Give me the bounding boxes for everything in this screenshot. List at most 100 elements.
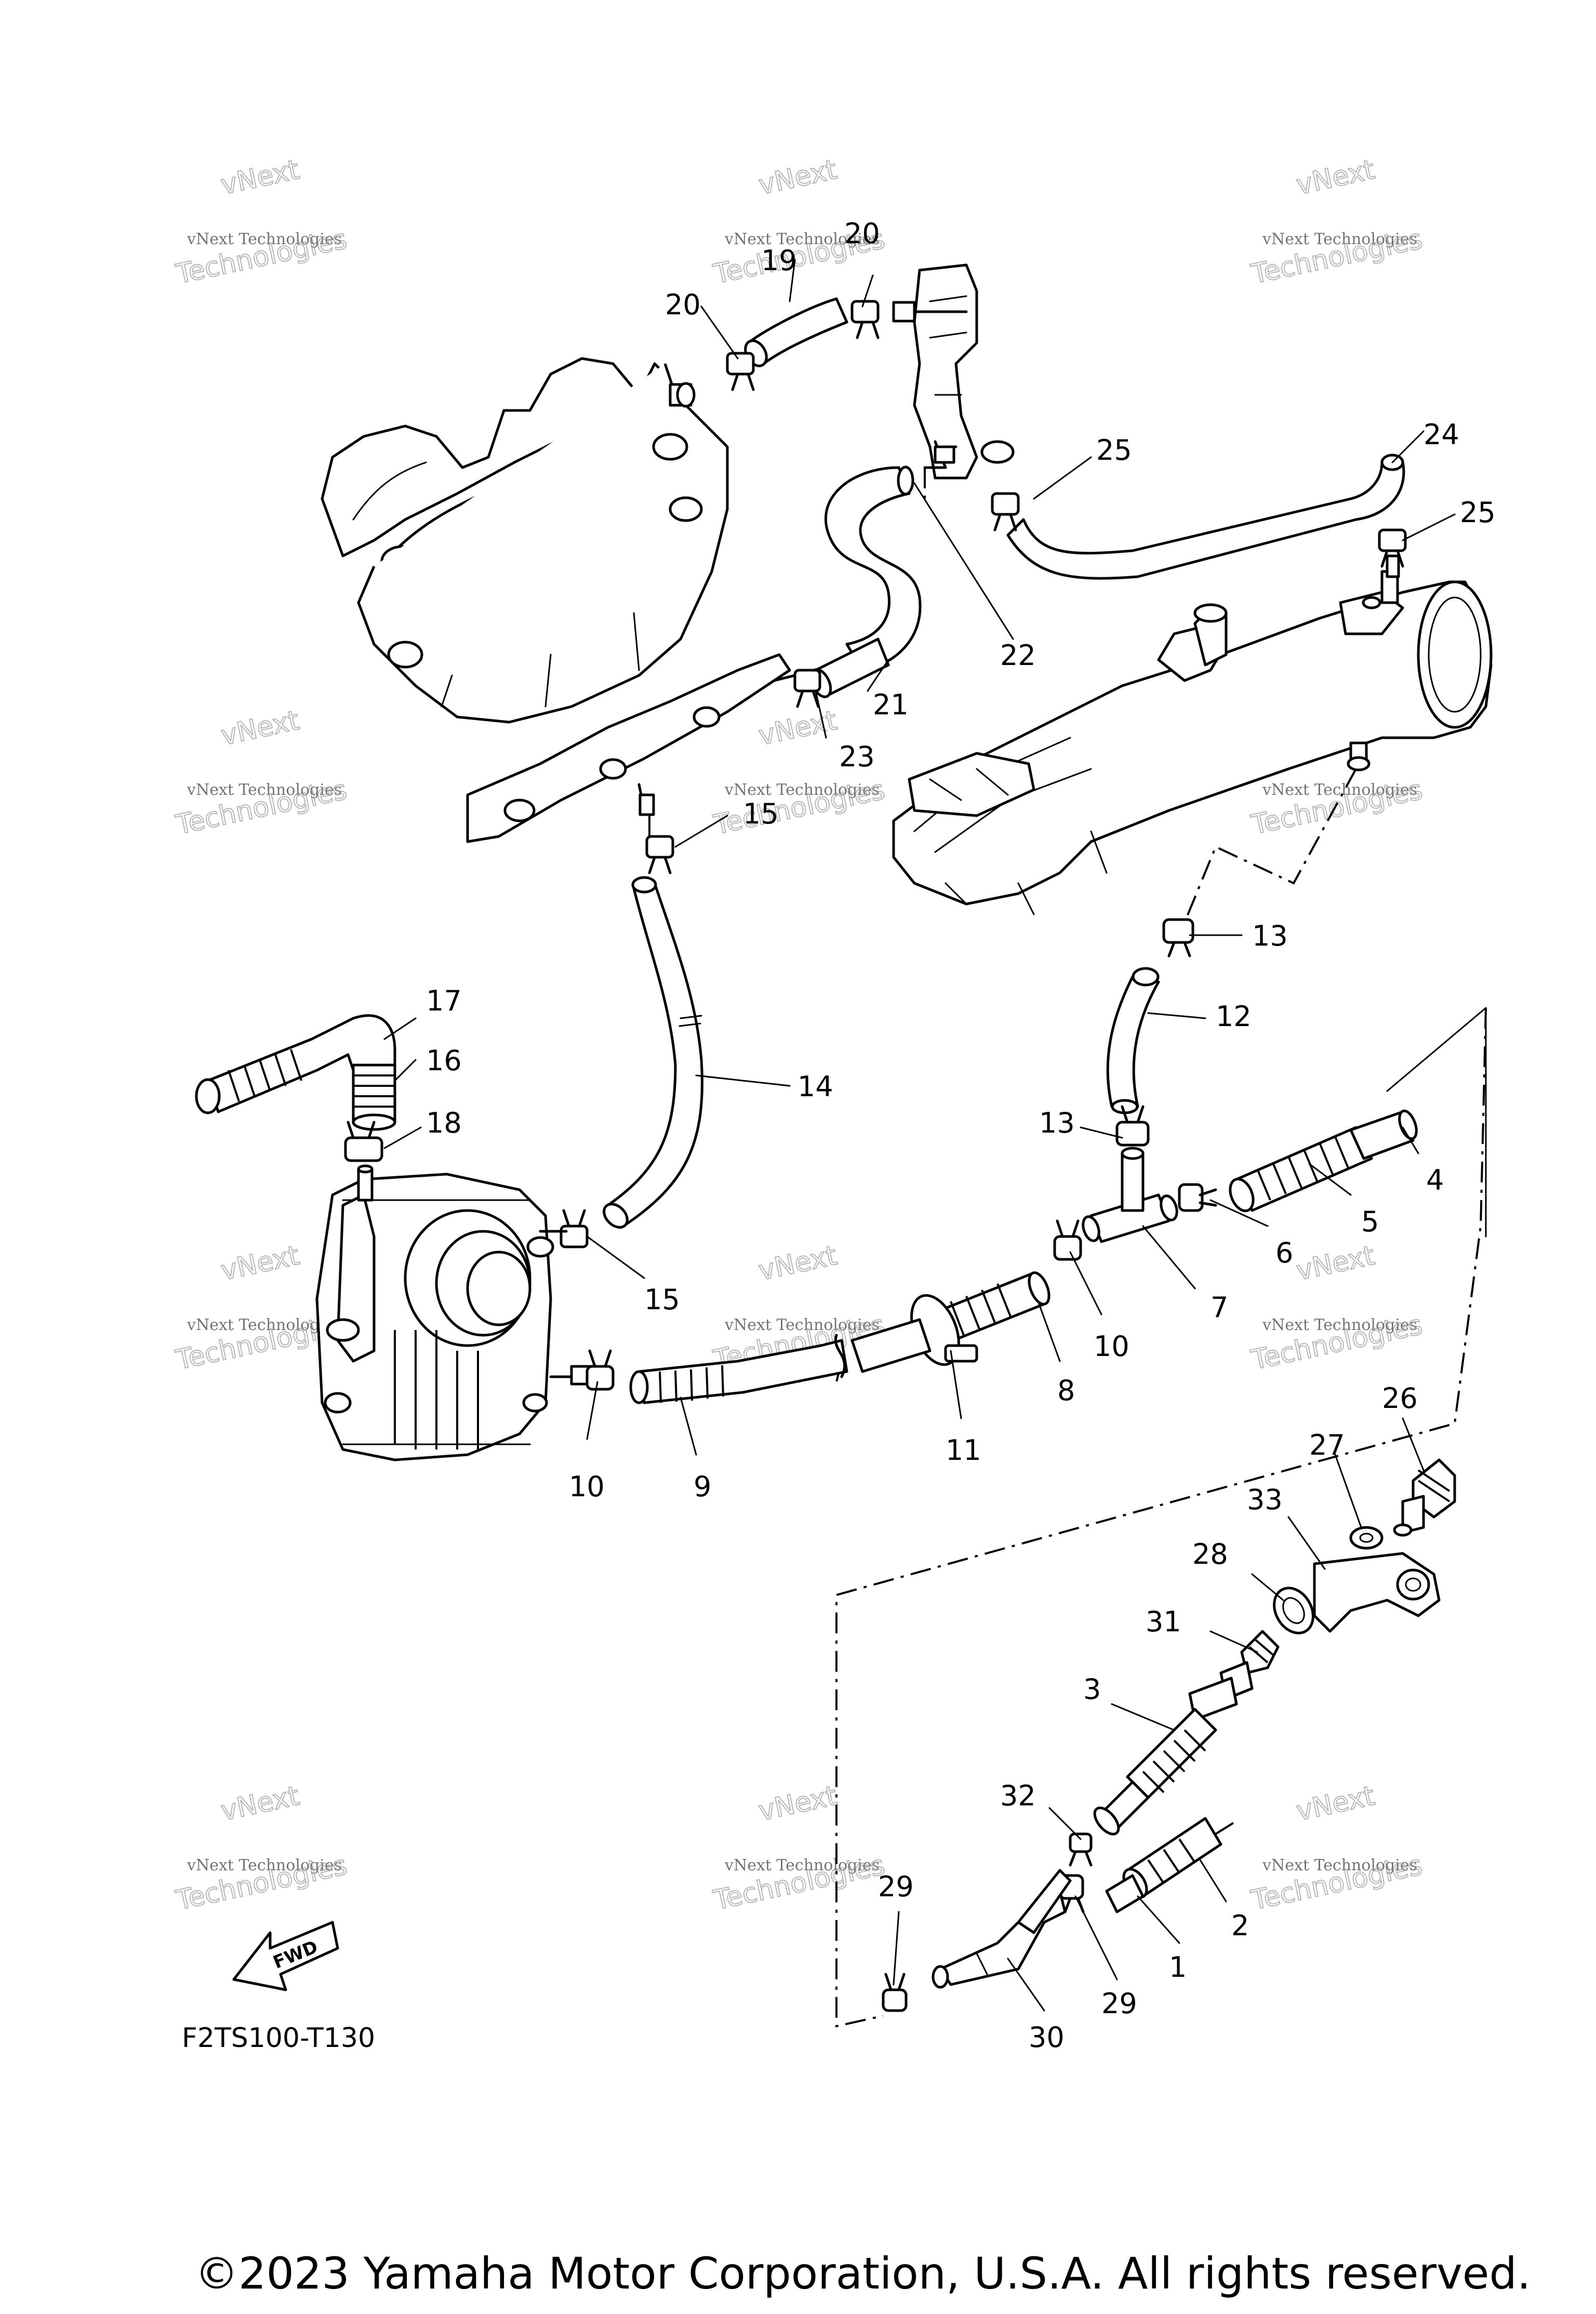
joint-30 xyxy=(932,1869,1072,1989)
watermark: vNext vNext Technologies Technologies xyxy=(710,154,888,291)
watermark: vNext vNext Technologies Technologies xyxy=(172,1780,350,1917)
hose-22 xyxy=(824,466,922,672)
nipple-manifold xyxy=(669,382,696,408)
watermark: vNext vNext Technologies Technologies xyxy=(172,704,350,842)
callout-21: 21 xyxy=(873,688,909,721)
svg-text:vNext: vNext xyxy=(1294,154,1377,201)
clip-32 xyxy=(1069,1832,1093,1867)
diagram-code: F2TS100-T130 xyxy=(182,2023,375,2054)
callout-31: 31 xyxy=(1146,1605,1181,1638)
clip-10-left xyxy=(586,1349,615,1391)
callout-14: 14 xyxy=(797,1070,833,1103)
callout-26: 26 xyxy=(1382,1382,1418,1415)
callout-4: 4 xyxy=(1426,1164,1444,1196)
svg-text:vNext Technologies: vNext Technologies xyxy=(724,1316,880,1334)
svg-text:vNext Technologies: vNext Technologies xyxy=(187,230,342,248)
clip-13-top xyxy=(1162,918,1194,957)
callout-27: 27 xyxy=(1309,1429,1345,1461)
hose-3 xyxy=(1093,1677,1238,1836)
clip-23 xyxy=(793,669,821,708)
watermark: vNext vNext Technologies Technologies xyxy=(172,154,350,291)
throttle-body xyxy=(315,1164,594,1461)
callout-20: 20 xyxy=(665,288,701,321)
callout-25: 25 xyxy=(1096,434,1132,467)
callout-29: 29 xyxy=(878,1870,914,1903)
svg-text:vNext Technologies: vNext Technologies xyxy=(1262,781,1417,799)
callout-18: 18 xyxy=(426,1107,462,1139)
clip-29-left xyxy=(882,1973,908,2012)
exhaust-manifold xyxy=(321,357,729,724)
svg-text:vNext Technologies: vNext Technologies xyxy=(187,781,342,799)
clip-15-top xyxy=(645,835,674,874)
callout-3: 3 xyxy=(1083,1673,1101,1706)
callout-28: 28 xyxy=(1192,1538,1228,1571)
callout-22: 22 xyxy=(1000,639,1036,672)
callout-5: 5 xyxy=(1361,1205,1379,1238)
clip-18 xyxy=(344,1121,383,1162)
clip-15-bottom xyxy=(560,1209,589,1248)
callout-33: 33 xyxy=(1247,1483,1283,1516)
clip-20-left xyxy=(726,352,755,391)
callout-2: 2 xyxy=(1231,1909,1249,1942)
clip-25-right xyxy=(1378,528,1407,578)
callout-32: 32 xyxy=(1000,1779,1036,1812)
callout-15: 15 xyxy=(743,797,779,830)
clip-25-left xyxy=(991,492,1020,531)
callout-12: 12 xyxy=(1216,1000,1252,1033)
bracket-line-4 xyxy=(1386,1007,1487,1238)
callout-19: 19 xyxy=(761,244,797,277)
hose-17 xyxy=(195,1014,396,1114)
hose-14 xyxy=(603,876,703,1229)
copyright-notice: ©2023 Yamaha Motor Corporation, U.S.A. A… xyxy=(195,2248,1531,2299)
hose-9 xyxy=(629,1318,932,1404)
callout-13: 13 xyxy=(1039,1107,1075,1139)
callout-7: 7 xyxy=(1211,1291,1228,1324)
callout-leaders xyxy=(383,259,1456,2012)
svg-text:vNext: vNext xyxy=(756,705,840,752)
washer-28 xyxy=(1273,1587,1314,1634)
callout-13: 13 xyxy=(1252,920,1288,952)
callout-24: 24 xyxy=(1424,418,1459,451)
washer-27 xyxy=(1349,1526,1384,1550)
callout-numbers: 20 19 20 24 25 25 22 21 23 15 13 12 17 1… xyxy=(426,217,1496,2054)
hose-12 xyxy=(1106,967,1160,1114)
callout-10: 10 xyxy=(1094,1330,1129,1363)
watermark: vNext vNext Technologies Technologies xyxy=(1248,1780,1426,1917)
svg-text:vNext: vNext xyxy=(218,154,302,201)
callout-15: 15 xyxy=(644,1283,680,1316)
callout-16: 16 xyxy=(426,1044,462,1077)
clip-13-bottom xyxy=(1115,1105,1150,1147)
joint-7 xyxy=(1082,1147,1178,1243)
callout-17: 17 xyxy=(426,985,462,1017)
hose-24 xyxy=(1006,454,1405,580)
svg-text:vNext: vNext xyxy=(756,1240,840,1287)
clip-20-top xyxy=(850,300,880,339)
svg-text:vNext: vNext xyxy=(756,154,840,201)
callout-6: 6 xyxy=(1275,1236,1293,1269)
svg-text:vNext Technologies: vNext Technologies xyxy=(724,1856,880,1874)
callout-8: 8 xyxy=(1057,1374,1075,1407)
hose-16 xyxy=(352,1063,396,1131)
svg-text:vNext Technologies: vNext Technologies xyxy=(187,1856,342,1874)
svg-text:vNext: vNext xyxy=(218,1240,302,1287)
hose-4 xyxy=(1349,1109,1418,1160)
nipple-flange xyxy=(773,674,796,682)
svg-text:vNext: vNext xyxy=(218,705,302,752)
svg-text:vNext: vNext xyxy=(218,1780,302,1827)
svg-text:vNext: vNext xyxy=(756,1780,840,1827)
exhaust-flange xyxy=(466,653,791,843)
callout-30: 30 xyxy=(1029,2021,1065,2054)
svg-text:vNext: vNext xyxy=(1294,1240,1377,1287)
fwd-arrow-icon: FWD xyxy=(232,1921,339,1991)
svg-text:vNext Technologies: vNext Technologies xyxy=(724,781,880,799)
watermark: vNext vNext Technologies Technologies xyxy=(1248,154,1426,291)
svg-text:vNext Technologies: vNext Technologies xyxy=(1262,1316,1417,1334)
water-box xyxy=(892,570,1493,915)
fitting-26 xyxy=(1393,1458,1456,1537)
callout-9: 9 xyxy=(694,1470,711,1503)
clip-10-right xyxy=(1053,1219,1082,1261)
hose-1 xyxy=(1105,1874,1145,1913)
hose-5 xyxy=(1229,1126,1373,1213)
callout-20: 20 xyxy=(844,217,880,250)
